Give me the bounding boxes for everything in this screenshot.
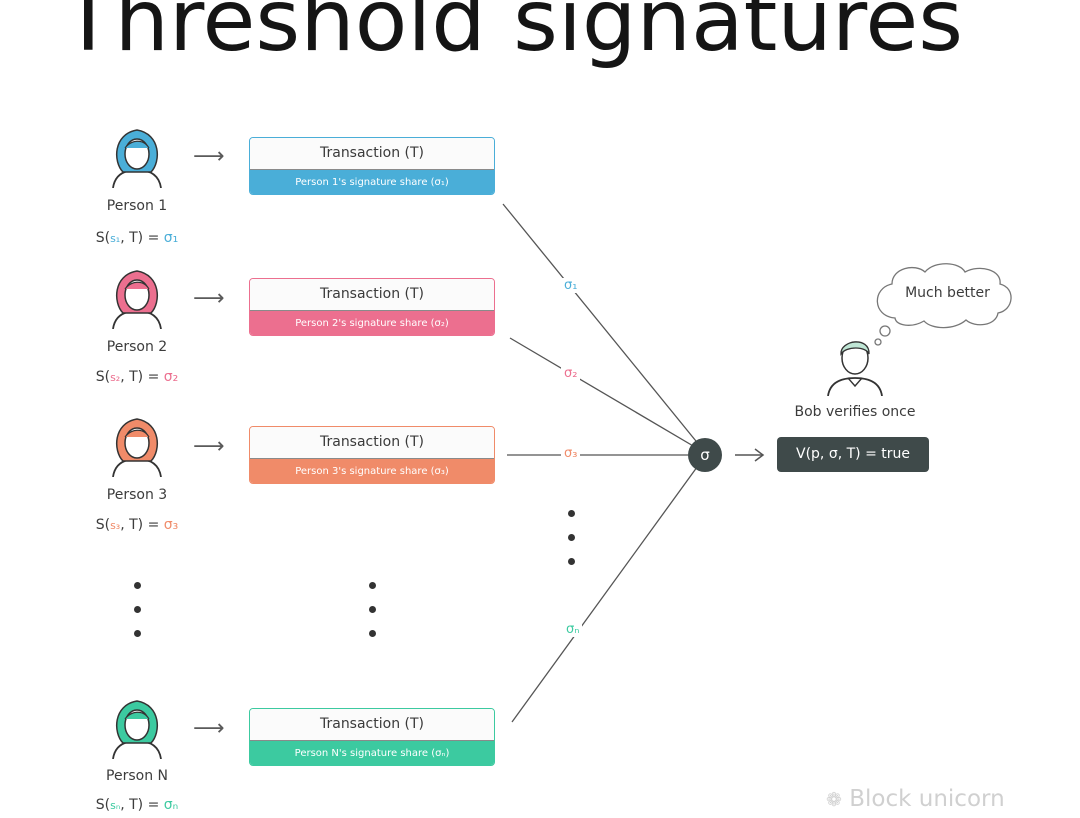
wechat-icon: ❁ bbox=[826, 789, 842, 811]
ellipsis-dot bbox=[568, 534, 575, 541]
ellipsis-dot bbox=[134, 630, 141, 637]
signature-share-label: Person N's signature share (σₙ) bbox=[250, 741, 494, 765]
sigma-1-label: σ₁ bbox=[561, 278, 581, 293]
transaction-box-2: Transaction (T) Person 2's signature sha… bbox=[249, 278, 495, 336]
arrow-icon: ⟶ bbox=[193, 144, 225, 169]
verify-arrow-head bbox=[754, 448, 765, 462]
person-n-formula: S(sₙ, T) = σₙ bbox=[67, 797, 207, 813]
connector-line-1 bbox=[502, 203, 701, 447]
thought-bubble-text: Much better bbox=[905, 285, 990, 301]
formula-secret: s₂ bbox=[110, 371, 121, 384]
ellipsis-dot bbox=[369, 630, 376, 637]
arrow-icon: ⟶ bbox=[193, 716, 225, 741]
verification-result-box: V(p, σ, T) = true bbox=[777, 437, 929, 472]
formula-prefix: S( bbox=[95, 369, 111, 385]
formula-mid: , T) = bbox=[120, 369, 164, 385]
signature-share-label: Person 2's signature share (σ₂) bbox=[250, 311, 494, 335]
formula-sigma: σ₃ bbox=[163, 517, 179, 533]
person-n-icon bbox=[112, 700, 162, 759]
formula-sigma: σ₂ bbox=[163, 369, 179, 385]
person-3-icon bbox=[112, 418, 162, 477]
person-1-avatar bbox=[92, 126, 182, 188]
ellipsis-dot bbox=[134, 582, 141, 589]
formula-prefix: S( bbox=[95, 797, 111, 813]
bob-label: Bob verifies once bbox=[794, 404, 916, 420]
formula-secret: sₙ bbox=[110, 799, 121, 812]
formula-secret: s₁ bbox=[110, 232, 121, 245]
person-2-avatar bbox=[92, 267, 182, 329]
signature-share-label: Person 1's signature share (σ₁) bbox=[250, 170, 494, 194]
person-1-icon bbox=[112, 129, 162, 188]
transaction-label: Transaction (T) bbox=[250, 138, 494, 170]
thought-bubble-dot-2 bbox=[874, 338, 882, 346]
person-2-label: Person 2 bbox=[106, 339, 168, 355]
thought-bubble-cloud bbox=[876, 263, 1012, 329]
watermark: ❁ Block unicorn bbox=[826, 786, 1005, 812]
ellipsis-dot bbox=[369, 582, 376, 589]
formula-mid: , T) = bbox=[120, 797, 164, 813]
ellipsis-dot bbox=[568, 558, 575, 565]
sigma-n-label: σₙ bbox=[563, 622, 583, 637]
ellipsis-dot bbox=[369, 606, 376, 613]
person-3-label: Person 3 bbox=[106, 487, 168, 503]
person-1-label: Person 1 bbox=[106, 198, 168, 214]
transaction-label: Transaction (T) bbox=[250, 279, 494, 311]
person-3-formula: S(s₃, T) = σ₃ bbox=[67, 517, 207, 533]
watermark-text: Block unicorn bbox=[849, 786, 1005, 812]
connector-line-2 bbox=[509, 337, 701, 451]
formula-mid: , T) = bbox=[120, 230, 164, 246]
sigma-2-label: σ₂ bbox=[561, 366, 581, 381]
transaction-box-3: Transaction (T) Person 3's signature sha… bbox=[249, 426, 495, 484]
formula-sigma: σ₁ bbox=[163, 230, 179, 246]
arrow-icon: ⟶ bbox=[193, 286, 225, 311]
formula-prefix: S( bbox=[95, 230, 111, 246]
person-3-avatar bbox=[92, 415, 182, 477]
formula-sigma: σₙ bbox=[163, 797, 179, 813]
arrow-icon: ⟶ bbox=[193, 434, 225, 459]
transaction-label: Transaction (T) bbox=[250, 709, 494, 741]
page-title: Threshold signatures bbox=[62, 0, 964, 71]
aggregate-signature-node: σ bbox=[688, 438, 722, 472]
transaction-box-1: Transaction (T) Person 1's signature sha… bbox=[249, 137, 495, 195]
person-2-formula: S(s₂, T) = σ₂ bbox=[67, 369, 207, 385]
formula-mid: , T) = bbox=[120, 517, 164, 533]
person-1-formula: S(s₁, T) = σ₁ bbox=[67, 230, 207, 246]
transaction-box-n: Transaction (T) Person N's signature sha… bbox=[249, 708, 495, 766]
signature-share-label: Person 3's signature share (σ₃) bbox=[250, 459, 494, 483]
formula-secret: s₃ bbox=[110, 519, 121, 532]
bob-icon bbox=[827, 341, 883, 397]
sigma-3-label: σ₃ bbox=[561, 446, 581, 461]
ellipsis-dot bbox=[568, 510, 575, 517]
transaction-label: Transaction (T) bbox=[250, 427, 494, 459]
person-2-icon bbox=[112, 270, 162, 329]
connector-line-n bbox=[511, 462, 701, 723]
formula-prefix: S( bbox=[95, 517, 111, 533]
person-n-avatar bbox=[92, 697, 182, 759]
thought-bubble-dot-1 bbox=[879, 325, 891, 337]
person-n-label: Person N bbox=[106, 768, 168, 784]
bob-avatar bbox=[822, 332, 888, 400]
ellipsis-dot bbox=[134, 606, 141, 613]
